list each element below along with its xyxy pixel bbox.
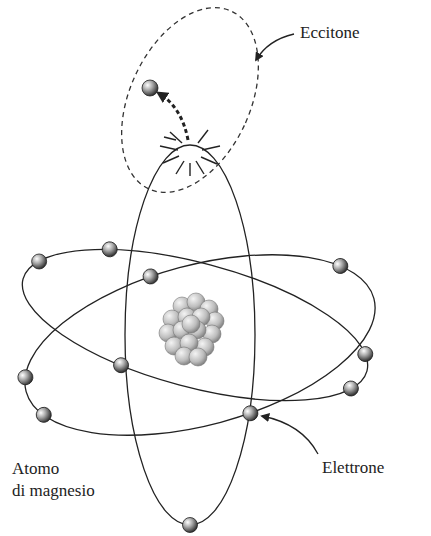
exciton-outline <box>94 0 286 214</box>
nucleus <box>159 293 224 366</box>
orbit <box>125 145 255 525</box>
electron <box>0 80 384 533</box>
label-text: Elettrone <box>322 457 384 479</box>
excitation-sparks <box>160 130 220 176</box>
label-text: Atomo di magnesio <box>12 458 104 502</box>
excitation-arrow <box>160 94 188 140</box>
leader-line <box>256 34 294 60</box>
label-text: Eccitone <box>300 22 359 44</box>
orbit <box>5 221 394 469</box>
orbit <box>7 219 383 431</box>
leader-line <box>262 416 318 454</box>
